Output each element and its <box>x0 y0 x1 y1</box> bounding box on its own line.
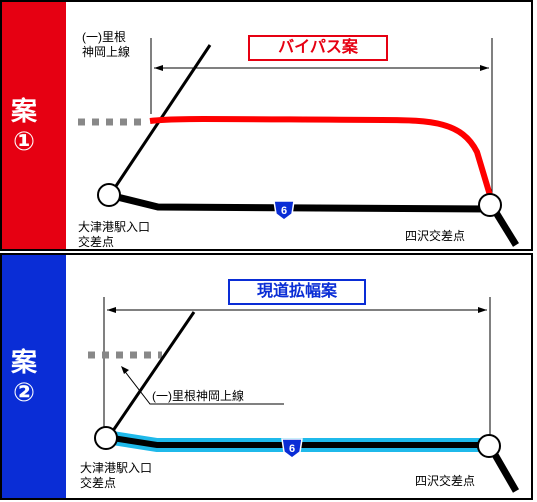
dimension-line <box>150 38 493 197</box>
yotsusawa-intersection-marker <box>477 434 501 458</box>
road-name-label: (一)里根神岡上線 <box>152 389 244 403</box>
yotsusawa-intersection-label: 四沢交差点 <box>415 474 476 488</box>
bypass-route <box>149 116 495 203</box>
road-name-line2: 神岡上線 <box>82 45 131 59</box>
option-2-diagram: 6 <box>88 297 520 493</box>
route-6-number: 6 <box>289 443 295 455</box>
option-2-tab-number: ② <box>12 376 35 407</box>
road-name-line1: (一)里根 <box>82 30 126 44</box>
option-1-diagram: 6 <box>78 38 519 247</box>
dimension-line <box>103 297 491 440</box>
otsu-station-intersection-marker <box>94 426 118 450</box>
option-1-tab: 案 ① <box>2 2 66 249</box>
yotsusawa-intersection-marker <box>478 193 502 217</box>
route-6-shield: 6 <box>281 438 303 459</box>
otsu-station-intersection-marker <box>97 183 121 207</box>
otsu-station-intersection-label-line2: 交差点 <box>78 235 115 249</box>
prefectural-road <box>104 311 196 442</box>
option-1-tab-label: 案 <box>10 95 37 126</box>
option-2-panel: 案 ② 6 現道 <box>0 253 533 500</box>
option-1-tab-number: ① <box>12 125 35 156</box>
otsu-station-intersection-label-line2: 交差点 <box>80 476 117 490</box>
yotsusawa-intersection-label: 四沢交差点 <box>405 229 466 243</box>
route-6-existing-road <box>108 191 491 213</box>
route-6-shield: 6 <box>273 200 295 221</box>
route-6-existing-road <box>105 434 489 448</box>
otsu-station-intersection-label-line1: 大津港駅入口 <box>80 461 153 475</box>
option-2-tab: 案 ② <box>2 255 66 498</box>
road-label-leader <box>121 366 284 405</box>
option-2-tab-label: 案 <box>10 346 37 377</box>
option-1-panel: 案 ① 6 (一)里根 神岡上線 <box>0 0 533 251</box>
option-1-title: バイパス案 <box>248 35 388 61</box>
option-2-title: 現道拡幅案 <box>228 279 366 305</box>
otsu-station-intersection-label-line1: 大津港駅入口 <box>78 220 151 234</box>
route-6-number: 6 <box>281 205 287 217</box>
